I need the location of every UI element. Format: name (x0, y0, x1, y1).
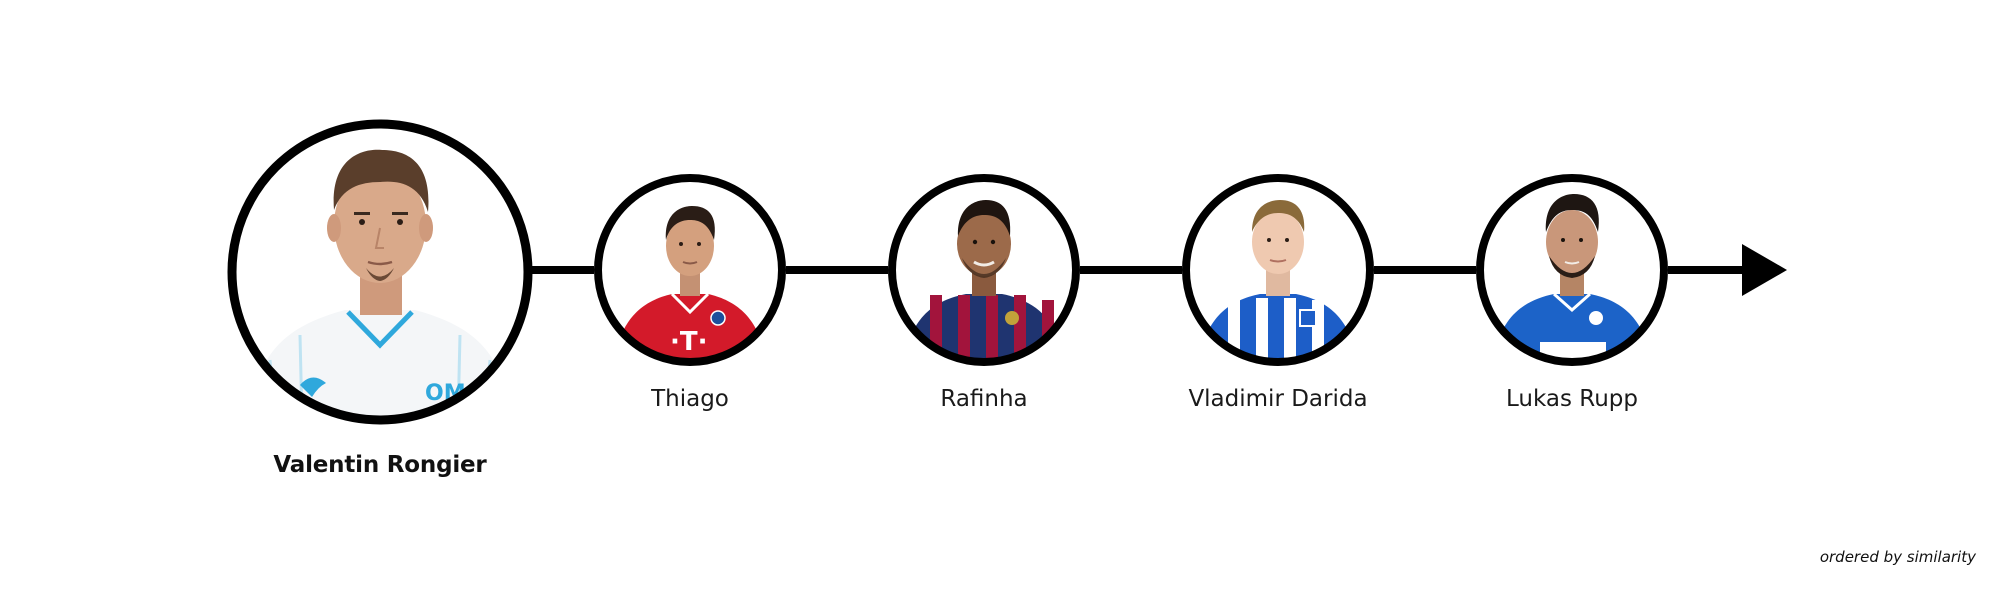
player-frame-lukas-rupp (1476, 174, 1668, 366)
order-footnote: ordered by similarity (1819, 548, 1976, 566)
player-frame-vladimir-darida (1182, 174, 1374, 366)
arrow-head-icon (1742, 244, 1787, 296)
player-frame-thiago (594, 174, 786, 366)
player-name-vladimir-darida: Vladimir Darida (1188, 386, 1368, 412)
player-name-thiago: Thiago (651, 386, 729, 412)
main-player-name: Valentin Rongier (273, 452, 487, 478)
player-photo-lukas-rupp (1476, 174, 1668, 366)
main-player-frame (227, 119, 533, 425)
player-photo-rafinha (888, 174, 1080, 366)
player-name-rafinha: Rafinha (940, 386, 1028, 412)
svg-text:·T·: ·T· (670, 327, 708, 357)
main-player-photo: OM (227, 119, 533, 425)
player-frame-rafinha (888, 174, 1080, 366)
player-name-lukas-rupp: Lukas Rupp (1505, 386, 1638, 412)
player-photo-thiago: ·T· (594, 174, 786, 366)
player-photo-vladimir-darida (1182, 174, 1374, 366)
